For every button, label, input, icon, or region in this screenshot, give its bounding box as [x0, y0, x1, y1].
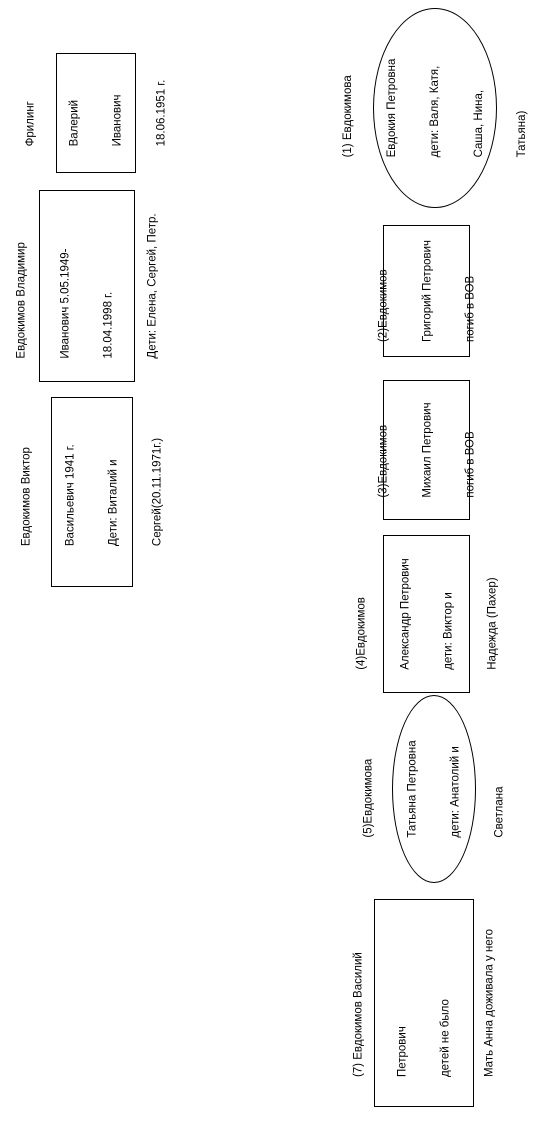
node-tatyana-petrovna: (5)Евдокимова Татьяна Петровна дети: Ана… [363, 695, 505, 883]
node-evdokiya-petrovna: (1) Евдокимова Евдокия Петровна дети: Ва… [342, 8, 528, 208]
node-vladimir-ivanovich: Евдокимов Владимир Иванович 5.05.1949- 1… [16, 190, 158, 382]
node-aleksandr-petrovich-text: (4)Евдокимов Александр Петрович дети: Ви… [355, 558, 498, 670]
node-vasiliy-petrovich-text: (7) Евдокимов Василий Петрович детей не … [352, 928, 496, 1078]
node-grigoriy-petrovich: (2)Евдокимов Григорий Петрович погиб в В… [377, 225, 476, 357]
node-evdokiya-petrovna-text: (1) Евдокимова Евдокия Петровна дети: Ва… [341, 58, 528, 158]
node-friling-valeriy: Фрилинг Валерий Иванович 18.06.1951 г. [25, 53, 167, 173]
node-viktor-vasilyevich-text: Евдокимов Виктор Васильевич 1941 г. Дети… [20, 437, 164, 547]
node-vasiliy-petrovich: (7) Евдокимов Василий Петрович детей не … [353, 899, 495, 1107]
node-mikhail-petrovich: (3)Евдокимов Михаил Петрович погиб в ВОВ [377, 380, 476, 520]
node-friling-valeriy-text: Фрилинг Валерий Иванович 18.06.1951 г. [24, 79, 168, 147]
node-grigoriy-petrovich-text: (2)Евдокимов Григорий Петрович погиб в В… [376, 239, 476, 343]
node-viktor-vasilyevich: Евдокимов Виктор Васильевич 1941 г. Дети… [21, 397, 163, 587]
node-aleksandr-petrovich: (4)Евдокимов Александр Петрович дети: Ви… [355, 535, 498, 693]
node-vladimir-ivanovich-text: Евдокимов Владимир Иванович 5.05.1949- 1… [15, 213, 159, 359]
node-tatyana-petrovna-text: (5)Евдокимова Татьяна Петровна дети: Ана… [362, 740, 506, 838]
node-mikhail-petrovich-text: (3)Евдокимов Михаил Петрович погиб в ВОВ [376, 402, 476, 498]
